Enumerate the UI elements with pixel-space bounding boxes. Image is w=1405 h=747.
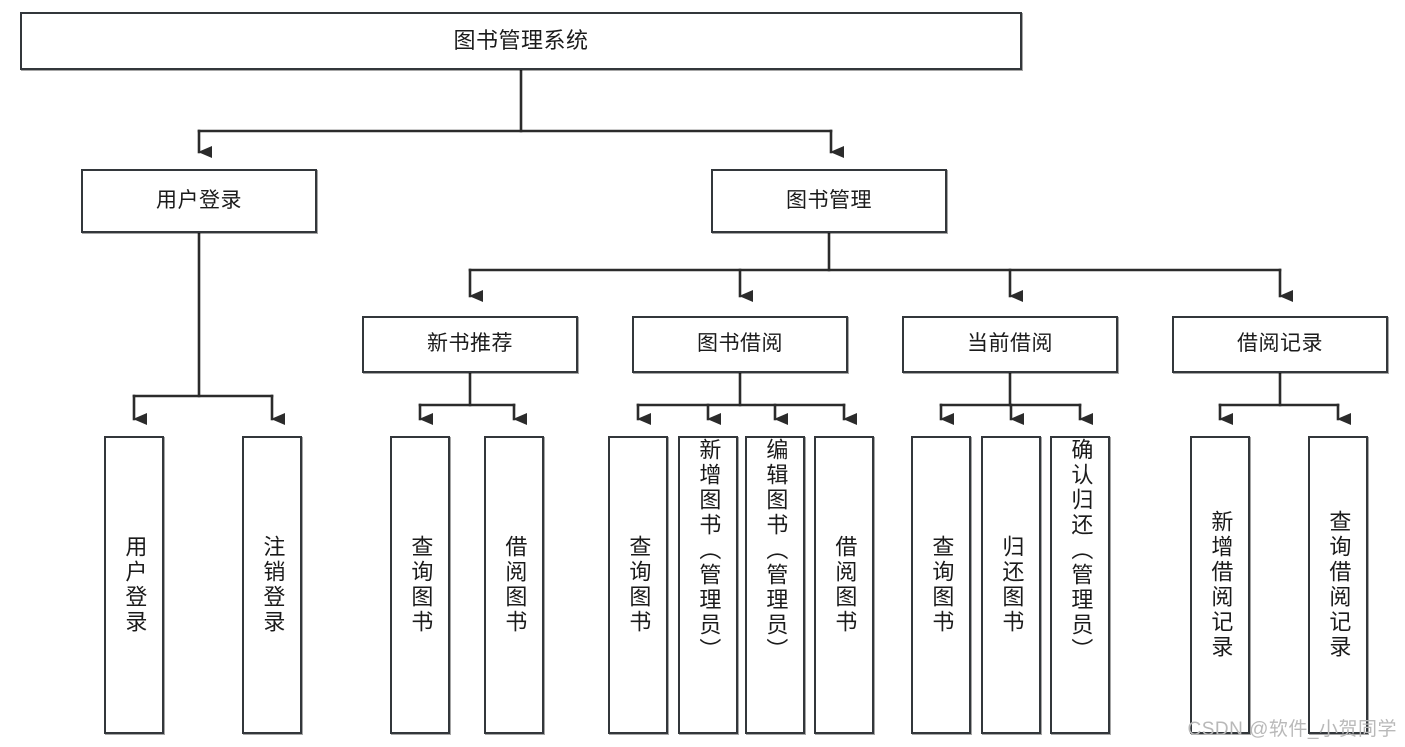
- leaf-add-borrow-record[interactable]: 新增借阅记录: [1190, 436, 1250, 734]
- node-label: 新增图书（管理员）: [696, 438, 722, 663]
- node-label: 查询借阅记录: [1326, 510, 1352, 660]
- node-label: 图书管理: [786, 188, 872, 212]
- node-user-login[interactable]: 用户登录: [81, 169, 317, 233]
- node-label: 用户登录: [122, 535, 148, 635]
- leaf-logout[interactable]: 注销登录: [242, 436, 302, 734]
- leaf-borrow-books[interactable]: 借阅图书: [814, 436, 874, 734]
- node-label: 借阅图书: [502, 535, 528, 635]
- node-root-system[interactable]: 图书管理系统: [20, 12, 1022, 70]
- leaf-borrow-books-recommend[interactable]: 借阅图书: [484, 436, 544, 734]
- leaf-return-books[interactable]: 归还图书: [981, 436, 1041, 734]
- leaf-confirm-return-admin[interactable]: 确认归还（管理员）: [1050, 436, 1110, 734]
- leaf-edit-book-admin[interactable]: 编辑图书（管理员）: [745, 436, 805, 734]
- csdn-watermark: CSDN @软件_小贺同学: [1187, 719, 1397, 740]
- leaf-add-book-admin[interactable]: 新增图书（管理员）: [678, 436, 738, 734]
- node-label: 用户登录: [156, 188, 242, 212]
- node-borrow-record[interactable]: 借阅记录: [1172, 316, 1388, 373]
- node-label: 图书借阅: [697, 332, 783, 356]
- node-label: 借阅记录: [1237, 332, 1323, 356]
- leaf-query-books-current[interactable]: 查询图书: [911, 436, 971, 734]
- node-label: 查询图书: [408, 535, 434, 635]
- leaf-query-books-recommend[interactable]: 查询图书: [390, 436, 450, 734]
- node-label: 新书推荐: [427, 332, 513, 356]
- node-book-management[interactable]: 图书管理: [711, 169, 947, 233]
- node-book-borrow[interactable]: 图书借阅: [632, 316, 848, 373]
- leaf-query-borrow-record[interactable]: 查询借阅记录: [1308, 436, 1368, 734]
- node-label: 注销登录: [260, 535, 286, 635]
- node-label: 借阅图书: [832, 535, 858, 635]
- node-label: 新增借阅记录: [1208, 510, 1234, 660]
- leaf-query-books-borrow[interactable]: 查询图书: [608, 436, 668, 734]
- node-current-borrow[interactable]: 当前借阅: [902, 316, 1118, 373]
- leaf-user-login[interactable]: 用户登录: [104, 436, 164, 734]
- node-label: 归还图书: [999, 535, 1025, 635]
- node-label: 图书管理系统: [453, 28, 589, 54]
- node-label: 当前借阅: [967, 332, 1053, 356]
- node-label: 编辑图书（管理员）: [763, 438, 789, 663]
- node-new-book-recommend[interactable]: 新书推荐: [362, 316, 578, 373]
- node-label: 查询图书: [626, 535, 652, 635]
- node-label: 查询图书: [929, 535, 955, 635]
- node-label: 确认归还（管理员）: [1068, 438, 1094, 663]
